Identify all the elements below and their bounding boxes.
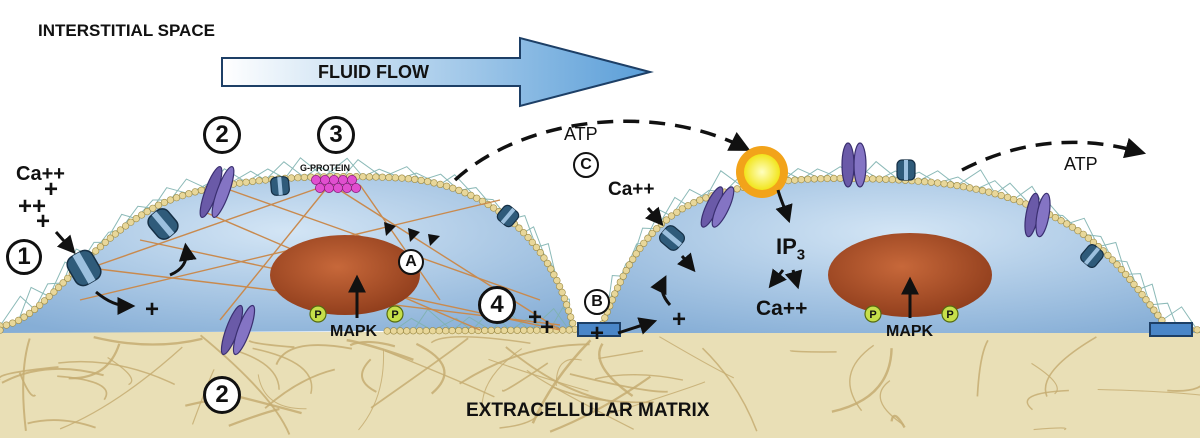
nucleus-right [828,233,992,317]
matrix-fibres [0,334,1200,435]
atp-label-right: ATP [1064,154,1098,174]
nucleus-left [270,235,420,315]
integrin-top-left [199,165,235,219]
tension-arrows [384,222,440,246]
gap-junction-right [1149,322,1193,337]
interstitial-space-label: INTERSTITIAL SPACE [38,21,215,40]
integrin-right-2 [841,142,867,188]
integrin-bottom-left [220,304,256,356]
svg-text:P: P [391,309,398,321]
phospho-right-b [941,305,959,323]
marker-a: A [398,249,424,275]
plus-sign: + [32,193,47,220]
marker-c: C [573,152,599,178]
atp-release-arrow-right [961,137,1147,172]
phospho-left-a [309,305,327,323]
ion-channel-6 [896,159,916,181]
g-protein-label: G-PROTEIN [300,163,351,173]
marker-1: 1 [6,239,42,275]
ip3-label: IP3 [776,234,806,264]
svg-text:P: P [946,309,953,321]
marker-3: 3 [317,116,355,154]
plus-sign: + [44,176,59,203]
marker-b: B [584,289,610,315]
ca-label-left: Ca++ [16,163,65,185]
svg-text:P: P [314,309,321,321]
fluid-flow-arrow [221,36,654,108]
fluid-flow-label: FLUID FLOW [318,62,429,82]
ion-channel-3 [270,176,290,196]
g-protein [310,174,361,193]
signaling-arrows [54,189,919,335]
plus-sign: + [145,296,160,323]
mapk-label-right: MAPK [886,323,934,340]
atp-receptor-core [744,154,780,190]
extracellular-matrix-label: EXTRACELLULAR MATRIX [466,400,710,421]
integrin-right-3 [1024,192,1051,238]
mapk-label-left: MAPK [330,323,378,340]
integrin-right-1 [700,186,735,228]
plus-sign: + [18,193,33,220]
atp-release-arrow [453,119,751,182]
ca-label-right: Ca++ [608,179,655,200]
plus-sign: + [36,208,51,235]
ion-channel-7 [1080,243,1104,269]
ion-channel-2 [147,208,179,240]
gap-junction [577,322,621,337]
ion-channel-1 [66,249,102,287]
ion-channel-5 [658,225,686,251]
ion-channel-4 [496,204,520,228]
marker-4: 4 [478,286,516,324]
plus-sign: + [528,304,543,331]
plus-sign: + [590,320,605,347]
marker-2-bottom: 2 [203,376,241,414]
phospho-right-a [864,305,882,323]
phospho-markers: P P P P [309,305,959,323]
plus-sign: + [540,314,555,341]
marker-2-top: 2 [203,116,241,154]
atp-label-center: ATP [564,124,598,144]
plus-sign: + [672,306,687,333]
phospho-left-b [386,305,404,323]
svg-text:P: P [869,309,876,321]
ca-label-ip3: Ca++ [756,297,808,320]
